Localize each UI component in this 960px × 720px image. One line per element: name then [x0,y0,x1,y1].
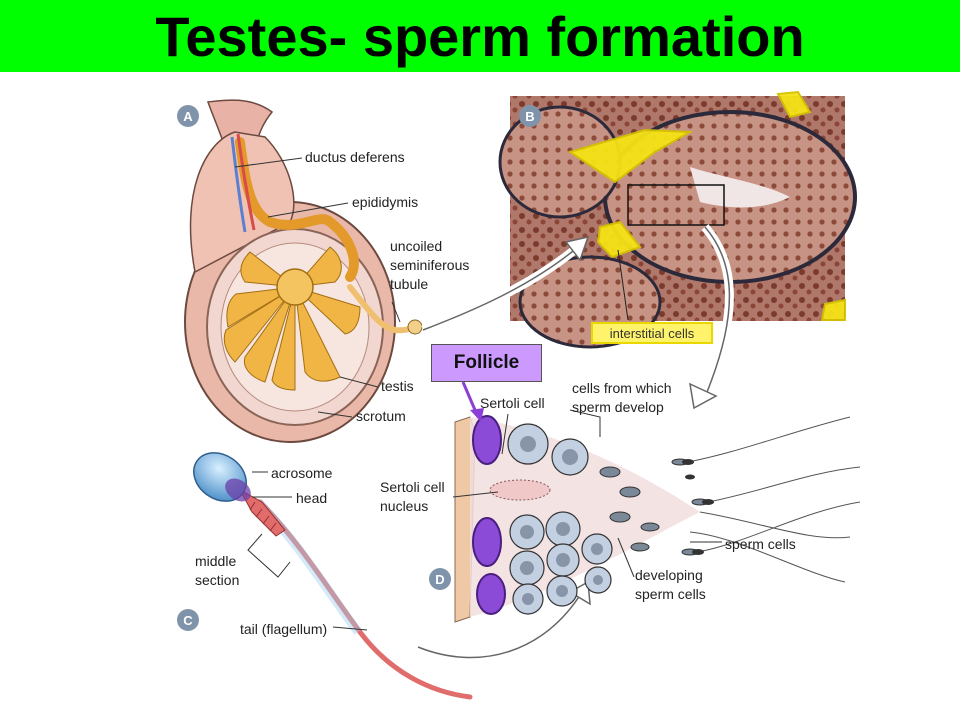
panel-a-testis-diagram [184,99,423,443]
label-middle-line-1: middle [195,553,237,569]
label-scrotum: scrotum [356,408,406,424]
label-cells-from-line-1: cells from which [572,380,672,396]
label-epididymis: epididymis [352,194,419,210]
label-developing-line-2: sperm cells [635,586,706,602]
label-uncoiled-line-1: uncoiled [390,238,443,254]
label-testis: testis [381,378,414,394]
figure-canvas: A B C D ductus deferens epididymis uncoi… [0,72,960,720]
label-cells-from-line-2: sperm develop [572,399,664,415]
label-tail: tail (flagellum) [240,621,328,637]
follicle-callout: Follicle [431,344,542,382]
panel-b-badge: B [519,105,541,127]
panel-c-sperm-diagram [193,452,473,700]
label-middle-line-2: section [195,572,240,588]
flow-arrows [416,224,734,662]
title-bar: Testes- sperm formation [0,0,960,72]
interstitial-cells-caption: interstitial cells [591,322,713,344]
label-head: head [296,490,328,506]
label-uncoiled-line-3: tubule [390,276,429,292]
label-acrosome: acrosome [271,465,333,481]
label-ductus-deferens: ductus deferens [305,149,405,165]
label-sertoli-nucleus-line-1: Sertoli cell [380,479,445,495]
panel-d-badge: D [429,568,451,590]
label-sertoli-nucleus-line-2: nucleus [380,498,429,514]
slide-title: Testes- sperm formation [155,4,805,68]
label-sertoli-cell: Sertoli cell [480,395,545,411]
panel-c-badge: C [177,609,199,631]
panel-b-micrograph [498,90,857,349]
panel-d-sertoli-diagram [452,381,861,623]
label-developing-line-1: developing [635,567,703,583]
label-uncoiled-line-2: seminiferous [390,257,470,273]
figure-illustration [184,90,861,700]
panel-a-badge: A [177,105,199,127]
label-sperm-cells: sperm cells [725,536,796,552]
